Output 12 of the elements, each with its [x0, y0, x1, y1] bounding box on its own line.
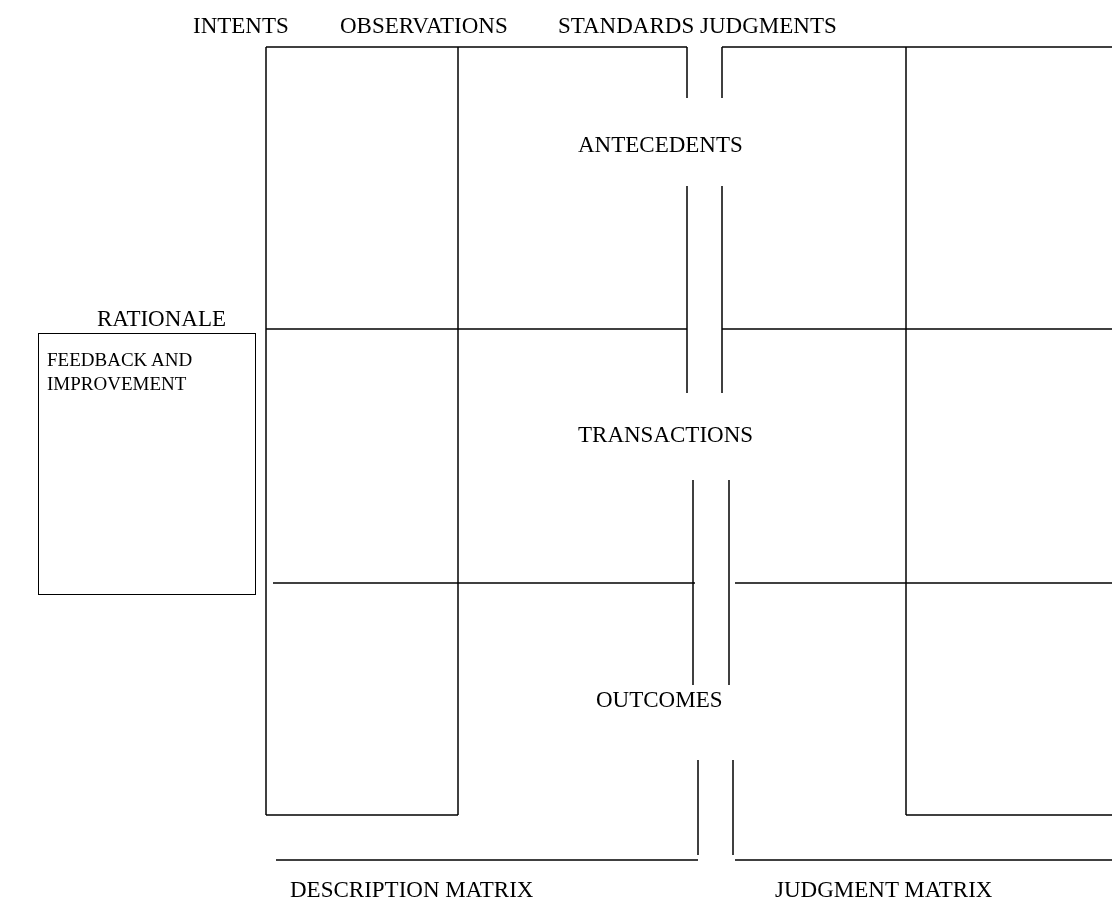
- process-box: [38, 333, 256, 595]
- matrix-title: JUDGMENT MATRIX: [775, 878, 993, 901]
- row-label: RATIONALE: [97, 307, 227, 330]
- matrix-title: DESCRIPTION MATRIX: [290, 878, 534, 901]
- row-heading: TRANSACTIONS: [578, 423, 754, 446]
- column-heading: STANDARDS: [558, 14, 695, 37]
- column-heading: JUDGMENTS: [700, 14, 837, 37]
- box-label: FEEDBACK AND IMPROVEMENT: [47, 348, 194, 396]
- column-heading: INTENTS: [193, 14, 289, 37]
- column-heading: OBSERVATIONS: [340, 14, 508, 37]
- row-heading: ANTECEDENTS: [578, 133, 743, 156]
- row-heading: OUTCOMES: [596, 688, 723, 711]
